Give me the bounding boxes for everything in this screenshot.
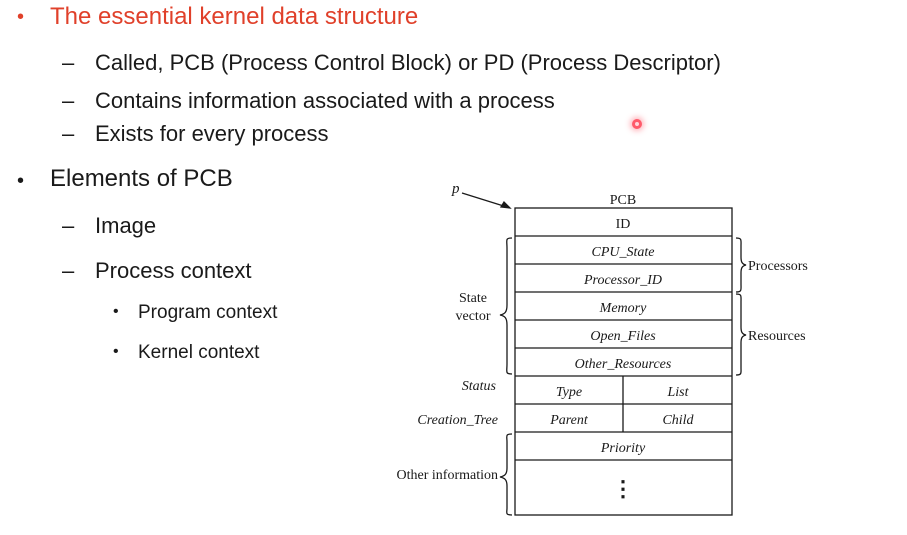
- label-resources: Resources: [748, 329, 806, 344]
- dash-glyph: –: [62, 50, 75, 75]
- pcb-cell-list: List: [666, 385, 689, 400]
- pointer-label: p: [451, 181, 460, 197]
- pcb-row-other-resources: Other_Resources: [575, 357, 672, 372]
- laser-pointer-dot: [632, 119, 642, 129]
- pcb-row-cpu-state: CPU_State: [592, 245, 655, 260]
- pointer-arrow-head: [499, 200, 512, 209]
- pcb-cell-type: Type: [556, 385, 582, 400]
- bullet-heading-essential: The essential kernel data structure: [50, 3, 419, 30]
- other-information-brace: [499, 433, 513, 516]
- label-creation-tree: Creation_Tree: [417, 413, 498, 428]
- bullet-glyph: •: [113, 343, 119, 360]
- resources-brace: [735, 293, 747, 376]
- pcb-table-frame: [514, 207, 733, 516]
- pcb-cell-child: Child: [662, 413, 694, 428]
- pcb-row-processor-id: Processor_ID: [583, 273, 662, 288]
- sub-bullet-contains: Contains information associated with a p…: [95, 88, 555, 113]
- label-processors: Processors: [748, 259, 808, 274]
- pcb-row-priority: Priority: [600, 441, 646, 456]
- label-status: Status: [462, 379, 497, 394]
- pcb-ellipsis: ⋮: [612, 476, 634, 501]
- dash-glyph: –: [62, 258, 75, 283]
- pcb-cell-parent: Parent: [549, 413, 589, 428]
- subsub-bullet-program-context: Program context: [138, 302, 278, 323]
- sub-bullet-called: Called, PCB (Process Control Block) or P…: [95, 50, 721, 75]
- bullet-glyph: •: [17, 170, 25, 192]
- processors-brace: [735, 237, 747, 293]
- bullet-glyph: •: [17, 6, 25, 28]
- dash-glyph: –: [62, 121, 75, 146]
- dash-glyph: –: [62, 88, 75, 113]
- sub-bullet-image: Image: [95, 213, 157, 238]
- label-state: State: [459, 291, 487, 306]
- dash-glyph: –: [62, 213, 75, 238]
- sub-bullet-process-context: Process context: [95, 258, 252, 283]
- label-other-information: Other information: [397, 468, 498, 483]
- pcb-row-open-files: Open_Files: [590, 329, 656, 344]
- sub-bullet-exists: Exists for every process: [95, 121, 329, 146]
- subsub-bullet-kernel-context: Kernel context: [138, 342, 260, 363]
- state-vector-brace: [499, 237, 513, 375]
- bullet-glyph: •: [113, 303, 119, 320]
- label-vector: vector: [456, 309, 491, 324]
- pcb-row-memory: Memory: [599, 301, 647, 316]
- bullet-heading-elements: Elements of PCB: [50, 165, 233, 192]
- pcb-row-id: ID: [616, 217, 631, 232]
- pcb-title: PCB: [610, 193, 636, 208]
